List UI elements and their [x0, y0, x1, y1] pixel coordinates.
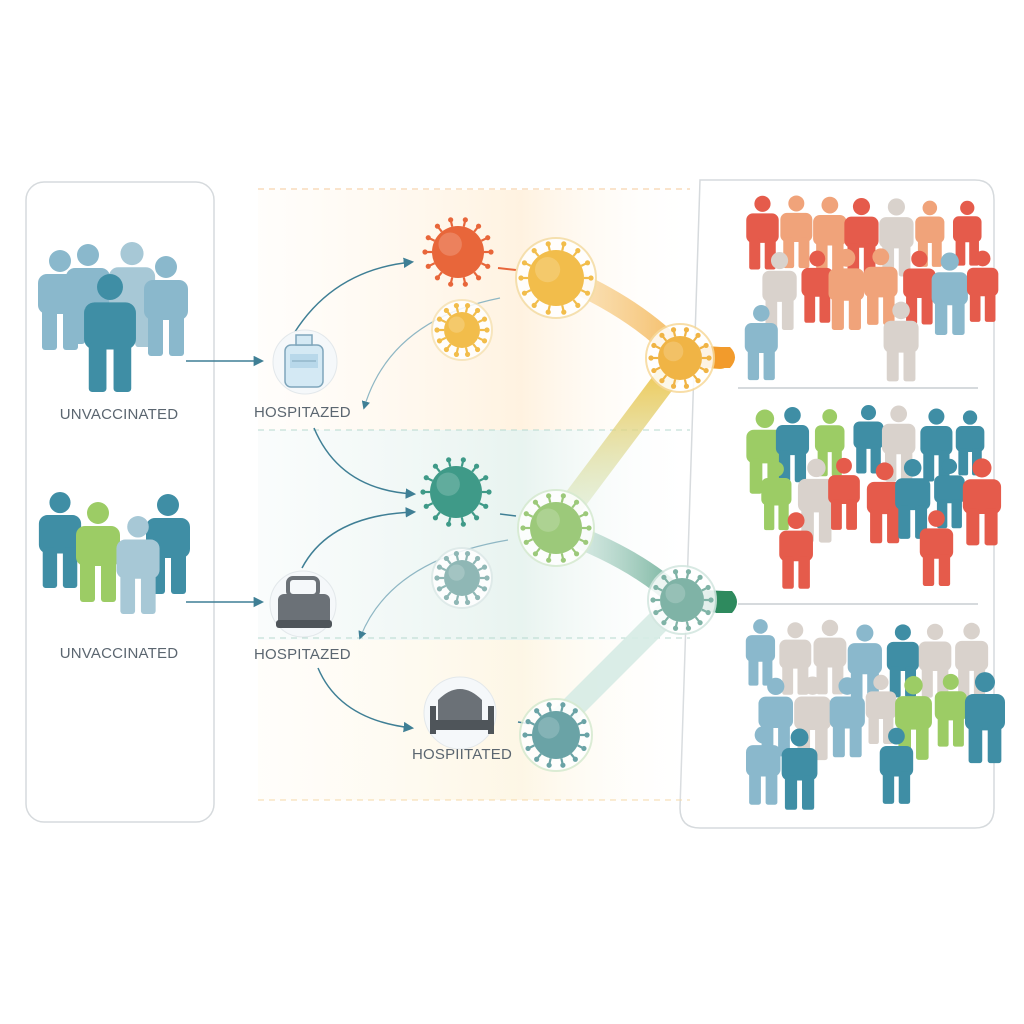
- curve-hosp2-to-teal-virus: [301, 507, 417, 569]
- hospital-bed-icon: [430, 689, 494, 734]
- crowd-person-icon: [853, 405, 884, 474]
- curve-green-back-to-hosp2: [358, 539, 509, 640]
- crowd-person-icon: [964, 672, 1005, 764]
- hospital-node-1: [272, 329, 338, 395]
- bottom-virus-icon: [519, 698, 593, 772]
- hub-teal-virus-icon: [647, 565, 717, 635]
- pipe-teal-cap: [716, 591, 737, 613]
- small-yellow-virus-icon: [431, 299, 493, 361]
- group-2-person-icon: [38, 492, 82, 588]
- hospital-node-1-label: HOSPITAZED: [254, 404, 351, 421]
- red-crowd: [744, 195, 999, 382]
- crowd-person-icon: [775, 406, 810, 483]
- group-1-person-icon: [84, 274, 136, 392]
- crowd-person-icon: [962, 458, 1002, 546]
- crowd-person-icon: [955, 622, 989, 698]
- crowd-person-icon: [895, 459, 931, 539]
- crowd-person-icon: [801, 250, 834, 323]
- left-people-groups: [38, 242, 190, 614]
- crowd-person-icon: [829, 677, 865, 758]
- crowd-person-icon: [762, 251, 797, 331]
- crowd-person-icon: [934, 673, 967, 747]
- group-2-label: UNVACCINATED: [59, 645, 179, 662]
- crowd-person-icon: [745, 619, 776, 686]
- right-crowds: [744, 195, 1005, 810]
- crowd-person-icon: [883, 301, 919, 382]
- crowd-person-icon: [879, 727, 914, 804]
- hospital-node-2: [269, 570, 337, 638]
- crowd-person-icon: [761, 461, 792, 531]
- virus-particles: [420, 217, 717, 772]
- crowd-person-icon: [779, 622, 812, 695]
- pipe-orange-cap: [712, 347, 735, 368]
- crowd-person-icon: [828, 457, 860, 530]
- crowd-person-icon: [814, 409, 845, 477]
- crowd-person-icon: [744, 304, 778, 381]
- curve-hosp1-to-teal-virus: [313, 427, 417, 499]
- curve-hosp2-to-bed: [317, 667, 415, 733]
- crowd-person-icon: [931, 252, 968, 335]
- hospital-node-2-label: HOSPITAZED: [254, 646, 351, 663]
- hospital-node-3-label: HOSPIITATED: [412, 746, 512, 763]
- crowd-person-icon: [886, 624, 919, 698]
- group-2-person-icon: [76, 502, 120, 602]
- crowd-person-icon: [966, 250, 999, 322]
- curve-hosp1-to-red-virus: [289, 257, 415, 341]
- crowd-person-icon: [866, 462, 903, 544]
- tick-yellow: [497, 267, 517, 271]
- group-1-label: UNVACCINATED: [59, 406, 179, 423]
- crowd-person-icon: [863, 248, 898, 325]
- crowd-person-icon: [781, 728, 818, 810]
- hospital-bed-icon: [276, 576, 332, 628]
- crowd-person-icon: [903, 250, 936, 325]
- mixed-crowd: [746, 405, 1002, 589]
- red-virus-icon: [422, 217, 494, 287]
- crowd-person-icon: [779, 512, 813, 589]
- yellow-virus-icon: [515, 237, 597, 319]
- hospital-node-3: [423, 676, 497, 750]
- tick-teal: [499, 513, 517, 517]
- iv-bottle-icon: [284, 334, 324, 388]
- green-crowd: [745, 619, 1005, 810]
- crowd-person-icon: [919, 510, 954, 587]
- crowd-person-icon: [746, 195, 779, 270]
- small-slate-virus-icon: [431, 547, 493, 609]
- crowd-person-icon: [920, 408, 953, 482]
- group-1-person-icon: [144, 256, 188, 356]
- green-virus-icon: [517, 489, 595, 567]
- crowd-person-icon: [746, 726, 781, 805]
- hub-yellow-virus-icon: [645, 323, 715, 393]
- crowd-person-icon: [918, 623, 952, 698]
- group-2-person-icon: [116, 516, 160, 614]
- teal-virus-icon: [420, 457, 492, 527]
- crowd-person-icon: [865, 674, 897, 744]
- crowd-person-icon: [828, 248, 865, 330]
